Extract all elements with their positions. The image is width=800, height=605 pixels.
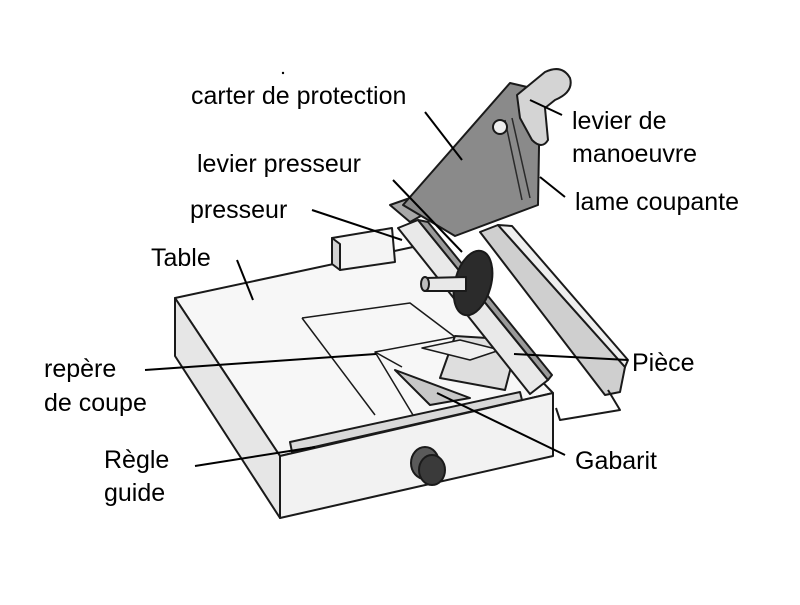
- labels: carter de protection levier de manoeuvre…: [44, 82, 739, 507]
- label-piece: Pièce: [632, 349, 695, 377]
- tick-mark: [281, 71, 285, 75]
- axle-end: [420, 276, 430, 292]
- label-repere-1: repère: [44, 355, 116, 383]
- label-repere-2: de coupe: [44, 389, 147, 417]
- leader-gabarit: [436, 392, 566, 456]
- leader-levier-manoeuvre: [529, 99, 563, 116]
- leader-table: [236, 259, 254, 301]
- leader-repere: [144, 353, 377, 371]
- label-carter: carter de protection: [191, 82, 406, 110]
- label-presseur: presseur: [190, 196, 287, 224]
- leader-lines: [144, 99, 629, 467]
- cutting-mark-edge: [301, 317, 376, 416]
- leader-piece: [513, 353, 629, 361]
- front-knob: [418, 454, 446, 486]
- label-levier-presseur: levier presseur: [197, 150, 361, 178]
- leader-presseur: [311, 209, 403, 241]
- blade-slot: [504, 119, 523, 201]
- label-lame-coupante: lame coupante: [575, 188, 739, 216]
- cutting-mark-inner: [374, 351, 403, 368]
- leader-carter: [424, 111, 463, 161]
- guard-pivot: [492, 119, 508, 135]
- axle: [424, 276, 467, 292]
- rail-foot: [555, 389, 621, 421]
- label-regle-2: guide: [104, 479, 165, 507]
- presser-block-front: [331, 237, 341, 271]
- label-levier-manoeuvre-1: levier de: [572, 107, 667, 135]
- label-gabarit: Gabarit: [575, 447, 657, 475]
- label-table: Table: [151, 244, 211, 272]
- machine: [174, 68, 629, 519]
- leader-regle: [194, 446, 316, 467]
- leader-lame-coupante: [539, 176, 566, 198]
- back-rail: [479, 224, 626, 396]
- leader-levier-presseur: [392, 179, 463, 253]
- label-regle-1: Règle: [104, 446, 169, 474]
- blade-slot-2: [511, 117, 531, 199]
- label-levier-manoeuvre-2: manoeuvre: [572, 140, 697, 168]
- gauge: [394, 369, 471, 406]
